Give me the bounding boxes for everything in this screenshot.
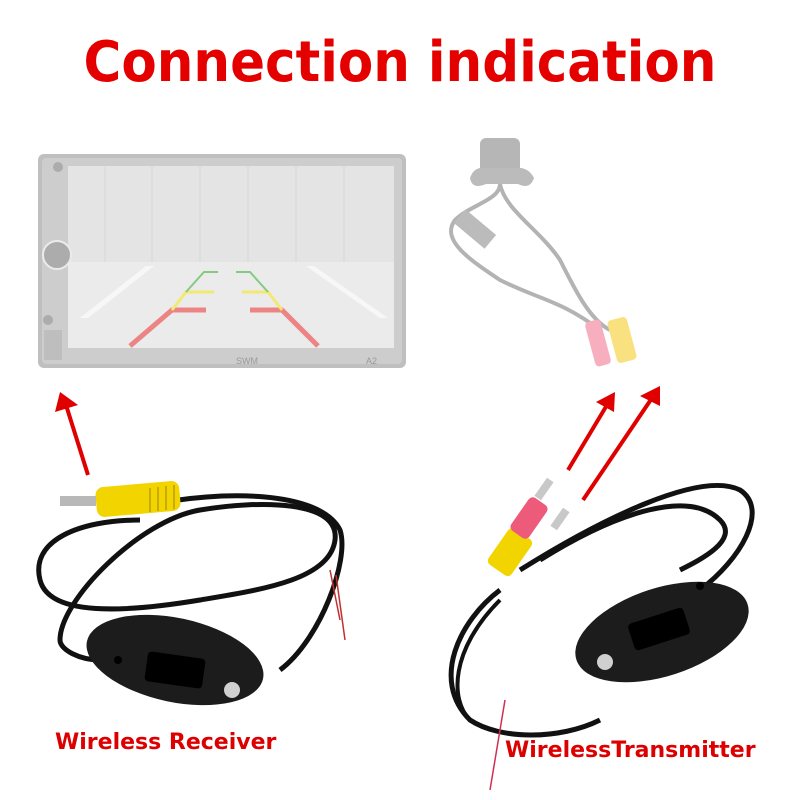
head-unit: [38, 154, 406, 368]
page-title: Connection indication: [83, 30, 717, 95]
wireless-transmitter: [448, 477, 755, 791]
brand-text: SWM: [236, 356, 258, 366]
transmitter-label: WirelessTransmitter: [505, 738, 756, 763]
arrows: [55, 386, 660, 502]
receiver-label: Wireless Receiver: [55, 730, 277, 755]
wireless-receiver: [36, 481, 346, 706]
parking-guide-lines: [128, 271, 320, 348]
model-text: A2: [366, 356, 377, 366]
rear-camera: [449, 138, 637, 367]
